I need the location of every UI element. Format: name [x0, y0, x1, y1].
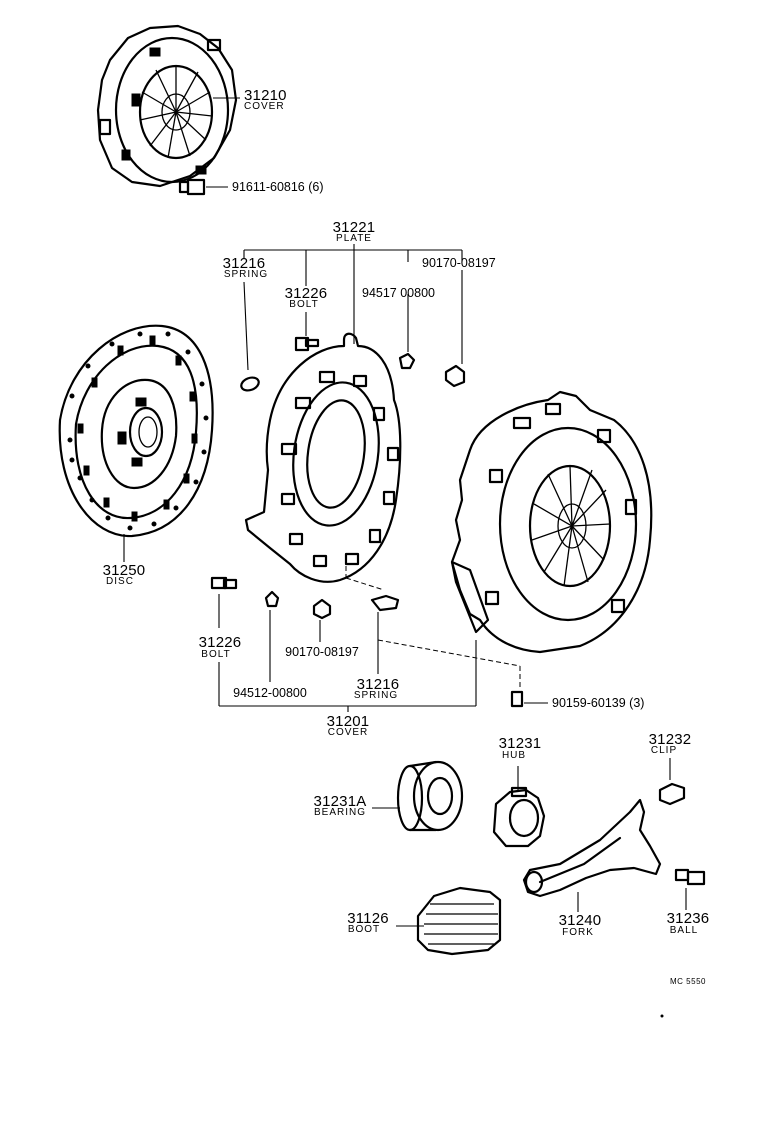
- release-fork-drawing: [522, 798, 662, 898]
- label-bolt-top-pn: 91611-60816 (6): [232, 180, 324, 194]
- label-spring-lower-number: 31216: [356, 676, 400, 693]
- label-cover-bolt-pn: 90159-60139 (3): [552, 696, 645, 710]
- ball-stud-drawing: [674, 868, 706, 910]
- label-boot-name: BOOT: [347, 924, 381, 935]
- label-boot-number: 31126: [347, 910, 389, 927]
- pressure-plate-drawing: [244, 332, 402, 583]
- label-spring-upper-name: SPRING: [223, 269, 269, 280]
- label-bolt-lower-number: 31226: [198, 634, 242, 651]
- label-disc-number: 31250: [102, 562, 146, 579]
- label-spring-upper-number: 31216: [222, 255, 266, 272]
- label-cover-assy-name: COVER: [327, 727, 369, 738]
- label-disc-name: DISC: [106, 576, 134, 587]
- label-hub-number: 31231: [498, 735, 542, 752]
- label-fork-name: FORK: [562, 927, 594, 938]
- clutch-cover-top-drawing: [96, 24, 238, 188]
- label-bolt-lower-name: BOLT: [201, 649, 231, 660]
- hub-drawing: [492, 766, 546, 848]
- clutch-cover-assembly-drawing: [450, 390, 653, 654]
- small-parts-upper: [240, 336, 466, 392]
- label-washer-upper-pn: 94517 00800: [362, 286, 435, 300]
- label-hub-name: HUB: [501, 750, 527, 761]
- label-cover-top-name: COVER: [244, 101, 285, 112]
- label-clip-name: CLIP: [650, 745, 678, 756]
- label-bearing-number: 31231A: [313, 793, 367, 810]
- label-ball-name: BALL: [669, 925, 699, 936]
- label-bolt-upper-number: 31226: [284, 285, 328, 302]
- clutch-disc-drawing: [58, 324, 214, 538]
- label-fork-number: 31240: [558, 912, 602, 929]
- leader-lines-top: [206, 97, 240, 188]
- label-cover-assy-number: 31201: [326, 713, 370, 730]
- boot-drawing: [416, 886, 502, 956]
- stray-dot: [660, 1014, 664, 1018]
- label-nut-upper-pn: 90170-08197: [422, 256, 496, 270]
- cover-bracket-lines: [218, 566, 548, 712]
- label-spring-lower-name: SPRING: [353, 690, 399, 701]
- label-bearing-name: BEARING: [313, 807, 367, 818]
- label-washer-lower-pn: 94512-00800: [233, 686, 307, 700]
- label-plate-name: PLATE: [336, 233, 372, 244]
- label-bolt-upper-name: BOLT: [289, 299, 319, 310]
- label-plate-number: 31221: [332, 219, 376, 236]
- label-ball-number: 31236: [666, 910, 710, 927]
- release-bearing-drawing: [396, 760, 464, 832]
- plate-bracket-lines: [243, 244, 463, 371]
- cover-bolt-top-drawing: [178, 178, 206, 196]
- diagram-code: MC 5550: [670, 977, 706, 986]
- clip-drawing: [658, 758, 686, 806]
- small-parts-lower: [210, 576, 524, 708]
- label-nut-lower-pn: 90170-08197: [285, 645, 359, 659]
- label-cover-top-number: 31210: [244, 87, 287, 104]
- label-clip-number: 31232: [648, 731, 692, 748]
